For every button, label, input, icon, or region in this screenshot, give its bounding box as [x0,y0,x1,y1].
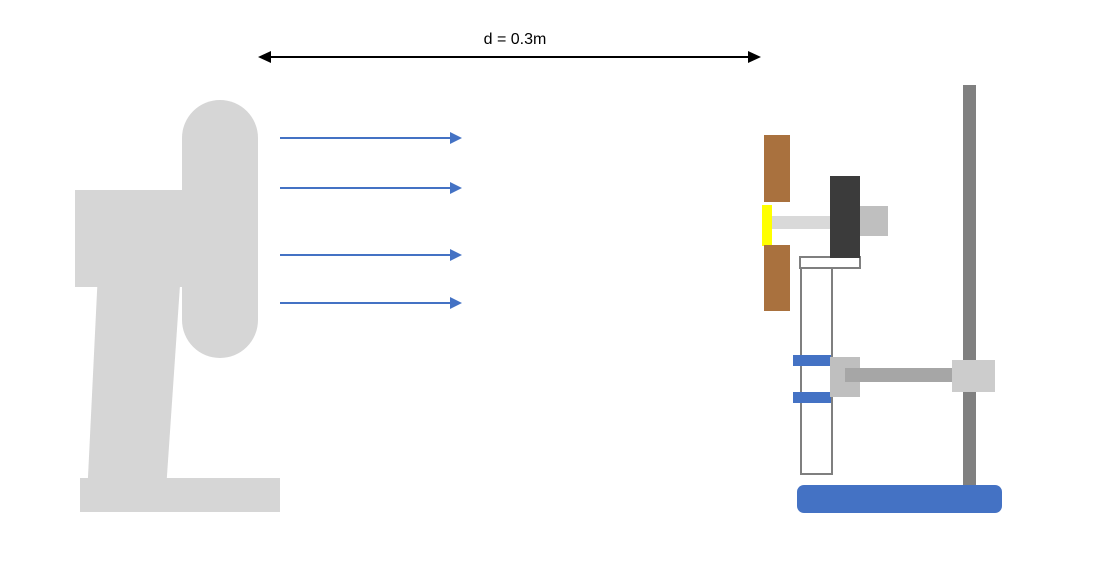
distance-arrowhead-left-icon [258,51,271,63]
motor-rear [860,206,888,236]
turbine-blade-top [764,135,790,202]
fan-guard [182,100,258,358]
turbine-shaft [768,216,832,229]
motor-body [830,176,860,258]
airflow-arrow-3-head-icon [450,249,462,261]
fan-base [80,478,280,512]
distance-arrow-line [269,56,751,58]
airflow-arrow-1-head-icon [450,132,462,144]
stand-base [797,485,1002,513]
airflow-arrow-3-line [280,254,452,256]
stand-rod [963,85,976,492]
clamp-band-bottom [793,392,831,403]
airflow-arrow-2-line [280,187,452,189]
fan-body [75,190,187,287]
test-tube [800,262,833,475]
clamp-holder [952,360,995,392]
airflow-arrow-2-head-icon [450,182,462,194]
fan-pedestal [87,285,180,480]
turbine-blade-bottom [764,245,790,311]
clamp-bar [845,368,985,382]
airflow-arrow-4-line [280,302,452,304]
turbine-hub [762,205,772,246]
airflow-arrow-4-head-icon [450,297,462,309]
airflow-arrow-1-line [280,137,452,139]
clamp-band-top [793,355,831,366]
distance-arrowhead-right-icon [748,51,761,63]
distance-label: d = 0.3m [483,31,547,48]
